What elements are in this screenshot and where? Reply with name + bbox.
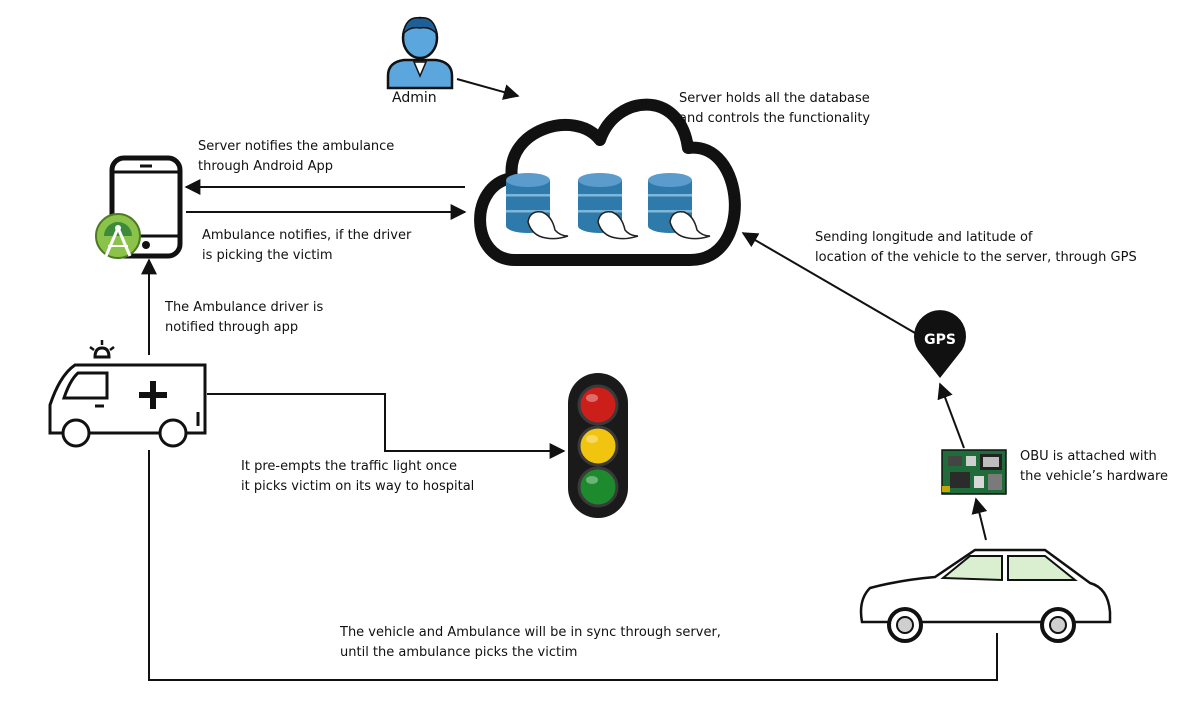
server-notifies-ambulance-label: Server notifies the ambulance through An… (198, 137, 394, 177)
server-notifies-line-1: Server notifies the ambulance (198, 139, 395, 154)
car-icon (859, 548, 1112, 643)
driver-notified-label: The Ambulance driver is notified through… (165, 298, 323, 338)
ambulance-notifies-label: Ambulance notifies, if the driver is pic… (202, 226, 411, 266)
server-description: Server holds all the database and contro… (679, 89, 870, 129)
ambulance-icon (48, 340, 207, 448)
driver-notified-line-2: notified through app (165, 320, 299, 335)
ambulance-to-traffic-light-arrow (207, 393, 566, 459)
sync-line-1: The vehicle and Ambulance will be in syn… (340, 625, 721, 640)
database-icon-3 (648, 173, 692, 233)
seal-icon-3 (669, 210, 711, 240)
traffic-light-icon (568, 373, 628, 518)
server-description-line-1: Server holds all the database (679, 91, 870, 106)
admin-label: Admin (392, 90, 437, 106)
gps-sending-line-2: location of the vehicle to the server, t… (815, 250, 1137, 265)
ambulance-notifies-line-1: Ambulance notifies, if the driver (202, 228, 412, 243)
admin-person-icon (386, 16, 454, 90)
obu-line-2: the vehicle’s hardware (1020, 469, 1169, 484)
preempt-traffic-light-label: It pre-empts the traffic light once it p… (241, 457, 474, 497)
gps-pin-icon: GPS (914, 310, 967, 378)
gps-sending-line-1: Sending longitude and latitude of (815, 230, 1033, 245)
driver-notified-line-1: The Ambulance driver is (165, 300, 324, 315)
gps-to-server-arrow (741, 232, 916, 334)
seal-icon-1 (527, 210, 569, 240)
obu-to-gps-arrow (937, 382, 965, 449)
car-ambulance-sync-line (148, 450, 998, 681)
seal-icon-2 (597, 210, 639, 240)
sync-line-2: until the ambulance picks the victim (340, 645, 578, 660)
server-notifies-line-2: through Android App (198, 159, 334, 174)
android-studio-icon (95, 213, 141, 259)
preempt-line-2: it picks victim on its way to hospital (241, 479, 475, 494)
preempt-line-1: It pre-empts the traffic light once (241, 459, 457, 474)
gps-icon-label: GPS (924, 332, 956, 348)
obu-line-1: OBU is attached with (1020, 449, 1157, 464)
server-description-line-2: and controls the functionality (679, 111, 871, 126)
obu-board-icon (941, 449, 1007, 495)
sync-label: The vehicle and Ambulance will be in syn… (340, 623, 721, 663)
admin-to-server-arrow (456, 78, 520, 100)
ambulance-notifies-line-2: is picking the victim (202, 248, 333, 263)
obu-attached-label: OBU is attached with the vehicle’s hardw… (1020, 447, 1168, 487)
car-to-obu-arrow (971, 497, 988, 541)
gps-sending-label: Sending longitude and latitude of locati… (815, 228, 1137, 268)
